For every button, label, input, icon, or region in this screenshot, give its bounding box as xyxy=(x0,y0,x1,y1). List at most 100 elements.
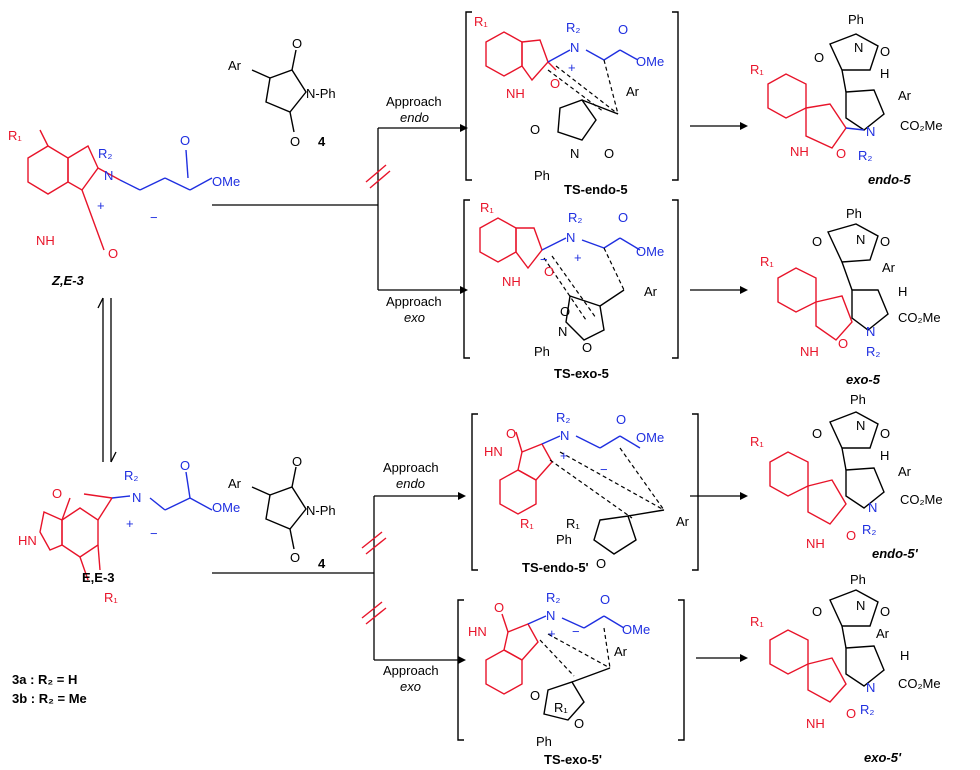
ts-exo5-r1: R₁ xyxy=(480,200,494,215)
endo5-r2: R₂ xyxy=(858,148,872,163)
endo5-nh: NH xyxy=(790,144,809,159)
endo5p-n-ring: N xyxy=(868,500,877,515)
exo5-nh: NH xyxy=(800,344,819,359)
ts-endo5-n2: N xyxy=(570,146,579,161)
endo5p-h: H xyxy=(880,448,889,463)
ts-exo5p-carbonyl-o: O xyxy=(600,592,610,607)
ts-endo5p-structure xyxy=(499,431,665,555)
bottom-branch-arrows xyxy=(212,492,466,664)
exo5p-nh: NH xyxy=(806,716,825,731)
ee3-ome-label: OMe xyxy=(212,500,240,515)
bottom-approach-endo-1: Approach xyxy=(383,460,439,475)
ze3-r1-label: R₁ xyxy=(8,128,22,143)
ze3-label: Z,E-3 xyxy=(51,273,85,288)
top-approach-endo-2: endo xyxy=(400,110,429,125)
ts-exo5p-r1: R₁ xyxy=(554,700,568,715)
ts-endo5-r1: R₁ xyxy=(474,14,488,29)
product-endo5-structure xyxy=(767,33,885,149)
ts-exo5-ph: Ph xyxy=(534,344,550,359)
exo5p-co2me: CO₂Me xyxy=(898,676,941,691)
ts-endo5p-r1: R₁ xyxy=(520,516,534,531)
ts-exo5-o: O xyxy=(544,264,554,279)
ts-endo5p-carbonyl-o: O xyxy=(616,412,626,427)
ts-endo5-r2: R₂ xyxy=(566,20,580,35)
ze3-carbonyl-o: O xyxy=(180,133,190,148)
definition-3b: 3b : R₂ = Me xyxy=(12,691,87,706)
ts-endo5-o: O xyxy=(550,76,560,91)
ze3-ome-label: OMe xyxy=(212,174,240,189)
equilibrium-arrows xyxy=(97,297,117,463)
ee3-plus-label: + xyxy=(126,516,134,531)
endo5-n-top: N xyxy=(854,40,863,55)
exo5-n-top: N xyxy=(856,232,865,247)
exo5-ph: Ph xyxy=(846,206,862,221)
exo5-co2me: CO₂Me xyxy=(898,310,941,325)
bottom-o1-label: O xyxy=(292,454,302,469)
ts-exo5p-label: TS-exo-5' xyxy=(544,752,602,767)
ts-exo5p-minus: − xyxy=(572,624,580,639)
ts-endo5p-ome: OMe xyxy=(636,430,664,445)
top-compound-4: 4 xyxy=(318,134,326,149)
endo5p-o1: O xyxy=(812,426,822,441)
exo5-n-ring: N xyxy=(866,324,875,339)
top-approach-exo-1: Approach xyxy=(386,294,442,309)
ts-exo5p-ar: Ar xyxy=(614,644,628,659)
endo5p-r2: R₂ xyxy=(862,522,876,537)
endo5-o3: O xyxy=(836,146,846,161)
exo5p-r1: R₁ xyxy=(750,614,764,629)
endo5-o1: O xyxy=(814,50,824,65)
ts-exo5-nh: NH xyxy=(502,274,521,289)
endo5-ar: Ar xyxy=(898,88,912,103)
top-ar-label: Ar xyxy=(228,58,242,73)
endo5-o2: O xyxy=(880,44,890,59)
exo5-label: exo-5 xyxy=(846,372,881,387)
ts-exo5-label: TS-exo-5 xyxy=(554,366,609,381)
ee3-o-label: O xyxy=(52,486,62,501)
endo5p-ar: Ar xyxy=(898,464,912,479)
endo5-h: H xyxy=(880,66,889,81)
endo5-co2me: CO₂Me xyxy=(900,118,943,133)
endo5p-co2me: CO₂Me xyxy=(900,492,943,507)
endo5p-n-top: N xyxy=(856,418,865,433)
exo5-r2: R₂ xyxy=(866,344,880,359)
product-arrows xyxy=(690,122,748,662)
ze3-n-label: N xyxy=(104,168,113,183)
exo5-o2: O xyxy=(880,234,890,249)
ts-endo5p-label: TS-endo-5' xyxy=(522,560,589,575)
ts-endo5-ome: OMe xyxy=(636,54,664,69)
ts-endo5-o2: O xyxy=(530,122,540,137)
product-exo5p-structure xyxy=(769,589,885,703)
ts-exo5-o2: O xyxy=(560,304,570,319)
top-o1-label: O xyxy=(292,36,302,51)
exo5p-o1: O xyxy=(812,604,822,619)
ts-exo5-r2: R₂ xyxy=(568,210,582,225)
ts-endo5p-o: O xyxy=(506,426,516,441)
ee3-r2-label: R₂ xyxy=(124,468,138,483)
ee3-n-label: N xyxy=(132,490,141,505)
bottom-approach-exo-1: Approach xyxy=(383,663,439,678)
ts-endo5p-o2: O xyxy=(596,556,606,571)
ts-endo5p-r2: R₂ xyxy=(556,410,570,425)
ts-exo5p-o3: O xyxy=(574,716,584,731)
exo5-o1: O xyxy=(812,234,822,249)
ts-endo5p-ph: Ph xyxy=(556,532,572,547)
exo5p-o2: O xyxy=(880,604,890,619)
endo5p-o2: O xyxy=(880,426,890,441)
ts-endo5p-minus: − xyxy=(600,462,608,477)
bottom-ar-label: Ar xyxy=(228,476,242,491)
top-o2-label: O xyxy=(290,134,300,149)
ee3-carbonyl-o: O xyxy=(180,458,190,473)
endo5-label: endo-5 xyxy=(868,172,911,187)
ze3-o-label: O xyxy=(108,246,118,261)
ts-brackets xyxy=(457,11,699,741)
ts-exo5p-ph: Ph xyxy=(536,734,552,749)
ts-endo5-plus: + xyxy=(568,60,576,75)
ts-endo5p-n: N xyxy=(560,428,569,443)
ts-exo5p-ome: OMe xyxy=(622,622,650,637)
exo5p-ar: Ar xyxy=(876,626,890,641)
exo5p-n-ring: N xyxy=(866,680,875,695)
ts-exo5p-plus: + xyxy=(548,626,556,641)
ts-exo5-ar: Ar xyxy=(644,284,658,299)
endo5p-ph: Ph xyxy=(850,392,866,407)
exo5-o3: O xyxy=(838,336,848,351)
